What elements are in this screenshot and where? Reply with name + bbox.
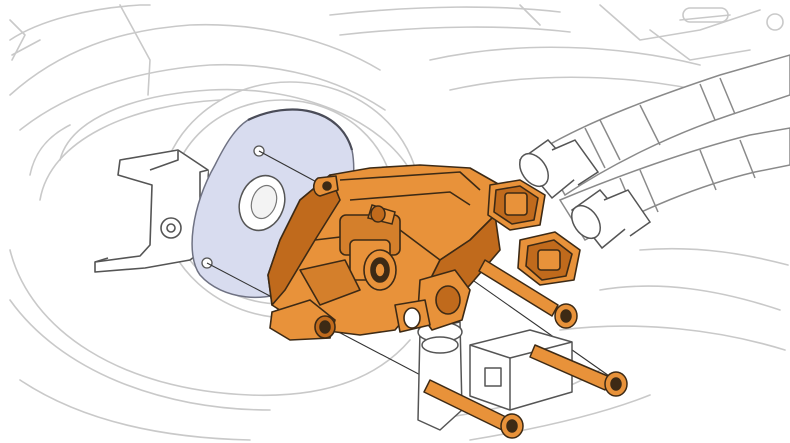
plate-center-hole	[238, 174, 286, 232]
mounting-bolt-middle	[529, 344, 628, 397]
hose-fitting-lower	[570, 188, 652, 250]
pump-outlet-fitting	[394, 269, 471, 333]
mounting-bolt-inserted	[367, 204, 396, 225]
hose-fitting-upper	[518, 139, 600, 200]
pump-mounting-boss	[269, 299, 336, 341]
electrical-connector-lower	[517, 231, 581, 286]
electrical-connector-upper	[487, 179, 546, 231]
round-connector	[363, 249, 397, 291]
mounting-bolt-upper	[478, 259, 578, 329]
mounting-bolt-lower	[423, 379, 524, 439]
coolant-hose-upper	[538, 54, 790, 197]
sensor-module	[417, 321, 573, 431]
